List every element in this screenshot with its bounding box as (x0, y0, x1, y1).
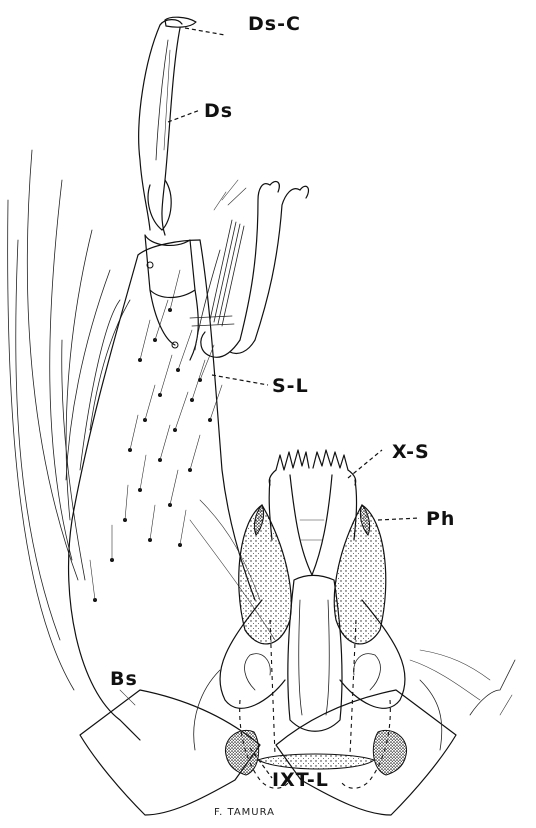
label-bs: Bs (110, 668, 138, 690)
dististyle (139, 17, 199, 360)
label-ixt-l: IXT-L (272, 769, 329, 791)
label-x-s: X-S (392, 441, 430, 463)
label-s-l: S-L (272, 375, 309, 397)
setae-left (8, 150, 130, 690)
leader-lines (168, 28, 420, 778)
artist-signature: F. TAMURA (214, 807, 275, 818)
style-appendages (190, 180, 308, 357)
basistyle (69, 240, 275, 740)
label-ds: Ds (204, 100, 233, 122)
label-ph: Ph (426, 508, 455, 530)
label-ds-c: Ds-C (248, 13, 301, 35)
